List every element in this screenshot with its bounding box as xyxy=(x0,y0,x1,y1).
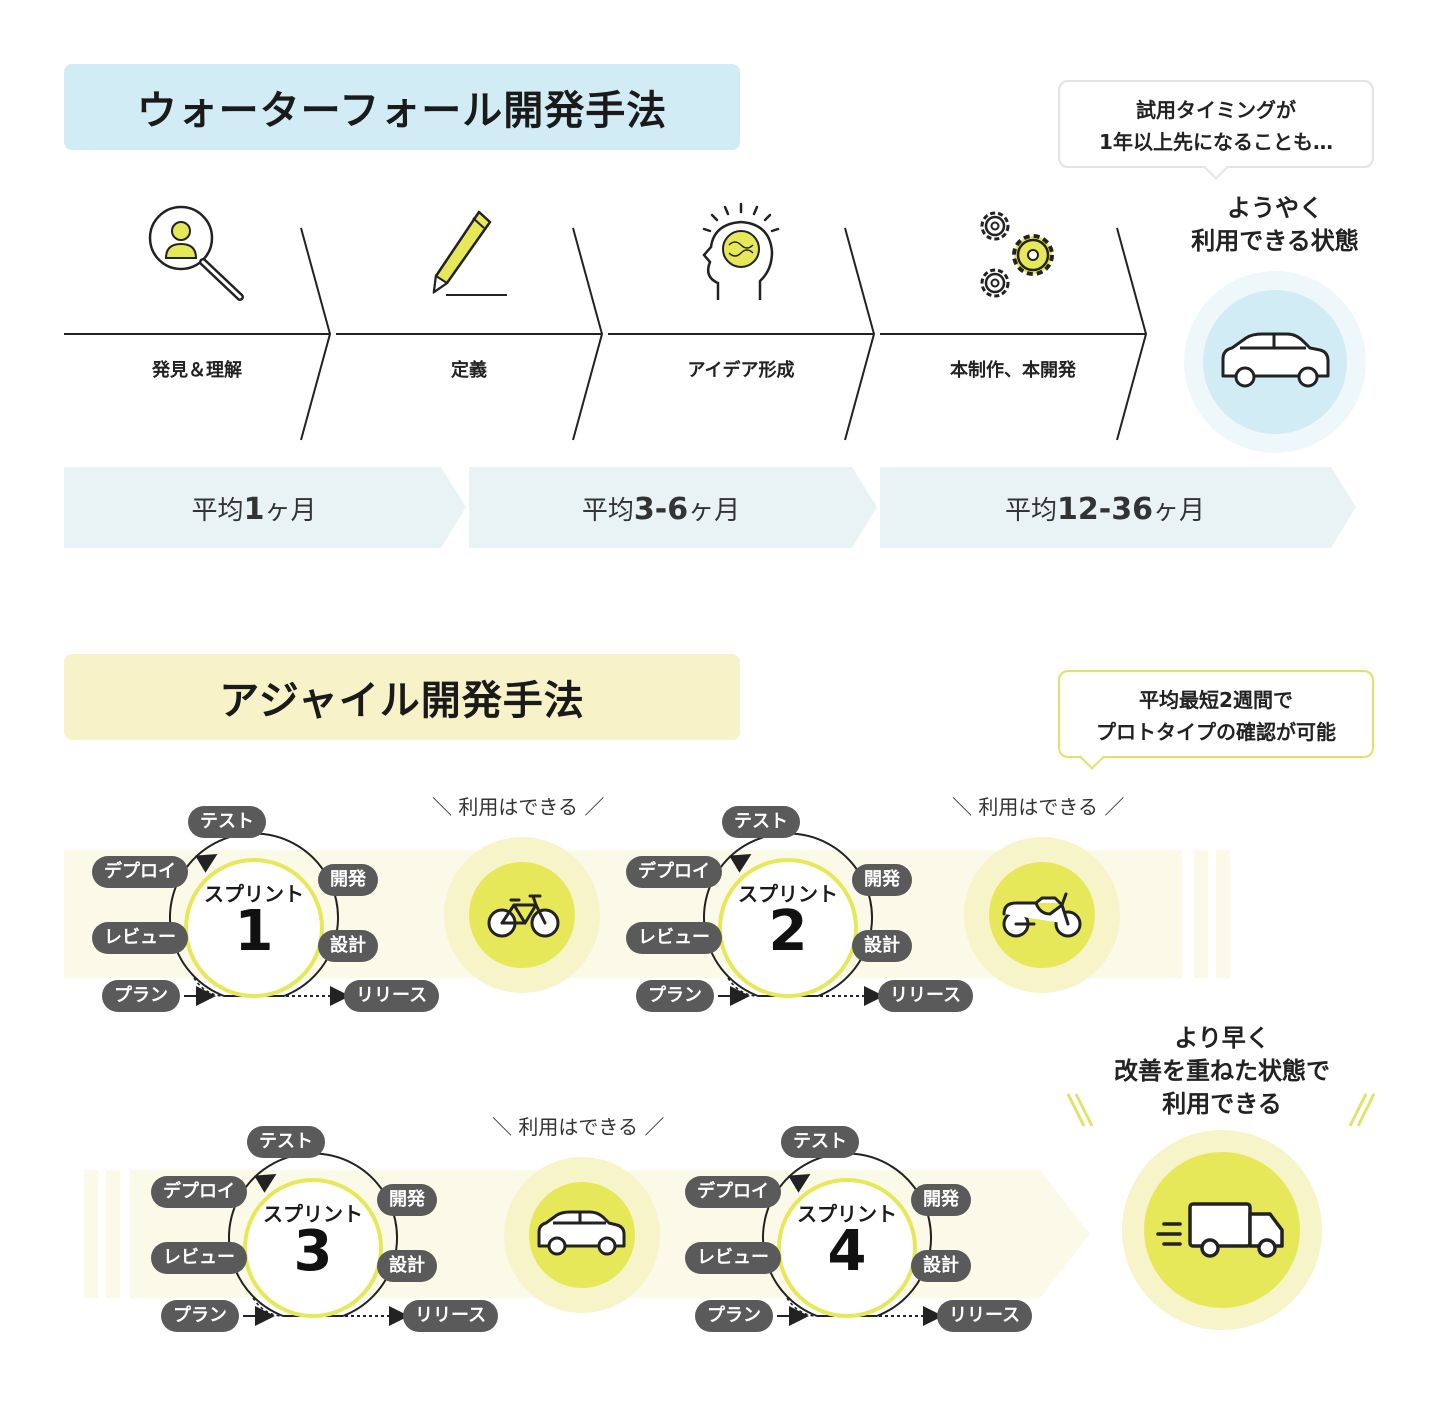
tag-plan: プラン xyxy=(695,1300,773,1332)
tag-review: レビュー xyxy=(151,1242,247,1274)
gears-icon xyxy=(980,211,1054,298)
tag-plan: プラン xyxy=(161,1300,239,1332)
sprint-label: スプリント xyxy=(738,882,838,906)
sprint-circle xyxy=(243,1178,383,1318)
waterfall-title: ウォーターフォール開発手法 xyxy=(64,64,740,150)
sprint-number: 2 xyxy=(768,899,808,964)
tag-design: 設計 xyxy=(318,930,378,962)
sprint-number: 3 xyxy=(293,1219,333,1284)
brain-idea-icon xyxy=(702,202,780,300)
sprint-label: スプリント xyxy=(263,1202,363,1226)
tag-dev: 開発 xyxy=(377,1184,437,1216)
usable-label: ＼ 利用はできる ／ xyxy=(492,1115,665,1139)
tag-deploy: デプロイ xyxy=(151,1176,247,1208)
tag-release: リリース xyxy=(344,980,440,1012)
sprint-number: 1 xyxy=(234,899,274,964)
tag-test: テスト xyxy=(188,806,266,838)
car-icon xyxy=(537,1210,626,1256)
waterfall-chevrons xyxy=(64,202,1366,548)
tag-design: 設計 xyxy=(911,1250,971,1282)
tag-review: レビュー xyxy=(92,922,188,954)
user-search-icon xyxy=(148,205,244,301)
stage-label-production: 本制作、本開発 xyxy=(950,360,1076,381)
tag-dev: 開発 xyxy=(911,1184,971,1216)
waterfall-speech-bubble: 試用タイミングが 1年以上先になることも… xyxy=(1058,80,1374,168)
tag-test: テスト xyxy=(781,1126,859,1158)
period-label: 平均12-36ヶ月 xyxy=(1005,492,1205,527)
usable-label: ＼ 利用はできる ／ xyxy=(952,795,1125,819)
waterfall-result-note: ようやく 利用できる状態 xyxy=(1191,194,1359,255)
sprint-label: スプリント xyxy=(797,1202,897,1226)
tag-release: リリース xyxy=(878,980,974,1012)
tag-test: テスト xyxy=(247,1126,325,1158)
tag-release: リリース xyxy=(937,1300,1033,1332)
period-label: 平均3-6ヶ月 xyxy=(581,492,741,527)
tag-deploy: デプロイ xyxy=(92,856,188,888)
usable-label: ＼ 利用はできる ／ xyxy=(432,795,605,819)
tag-review: レビュー xyxy=(685,1242,781,1274)
tag-design: 設計 xyxy=(377,1250,437,1282)
bubble-line: 試用タイミングが xyxy=(1136,98,1296,122)
motorcycle-icon xyxy=(1002,892,1082,938)
agile-diagram xyxy=(64,832,1376,1330)
stage-label-ideation: アイデア形成 xyxy=(687,360,795,381)
agile-title: アジャイル開発手法 xyxy=(64,654,740,740)
bubble-line: 1年以上先になることも… xyxy=(1099,130,1333,154)
sprint-number: 4 xyxy=(827,1219,867,1284)
sprint-circle xyxy=(184,858,324,998)
stage-label-discover: 発見＆理解 xyxy=(152,360,242,381)
tag-test: テスト xyxy=(722,806,800,838)
tag-design: 設計 xyxy=(852,930,912,962)
tag-review: レビュー xyxy=(626,922,722,954)
sprint-circle xyxy=(777,1178,917,1318)
sprint-circle xyxy=(718,858,858,998)
bicycle-icon xyxy=(487,894,560,938)
tag-plan: プラン xyxy=(102,980,180,1012)
stage-label-define: 定義 xyxy=(451,360,487,381)
car-icon xyxy=(1221,332,1330,388)
tag-release: リリース xyxy=(403,1300,499,1332)
period-label: 平均1ヶ月 xyxy=(191,492,317,527)
tag-plan: プラン xyxy=(636,980,714,1012)
tag-deploy: デプロイ xyxy=(685,1176,781,1208)
tag-dev: 開発 xyxy=(852,864,912,896)
tag-dev: 開発 xyxy=(318,864,378,896)
pencil-icon xyxy=(432,210,507,296)
sprint-label: スプリント xyxy=(204,882,304,906)
truck-icon xyxy=(1156,1202,1284,1258)
tag-deploy: デプロイ xyxy=(626,856,722,888)
agile-speech-bubble: 平均最短2週間で プロトタイプの確認が可能 xyxy=(1058,670,1374,758)
agile-final-note: より早く 改善を重ねた状態で 利用できる xyxy=(1114,1024,1330,1118)
